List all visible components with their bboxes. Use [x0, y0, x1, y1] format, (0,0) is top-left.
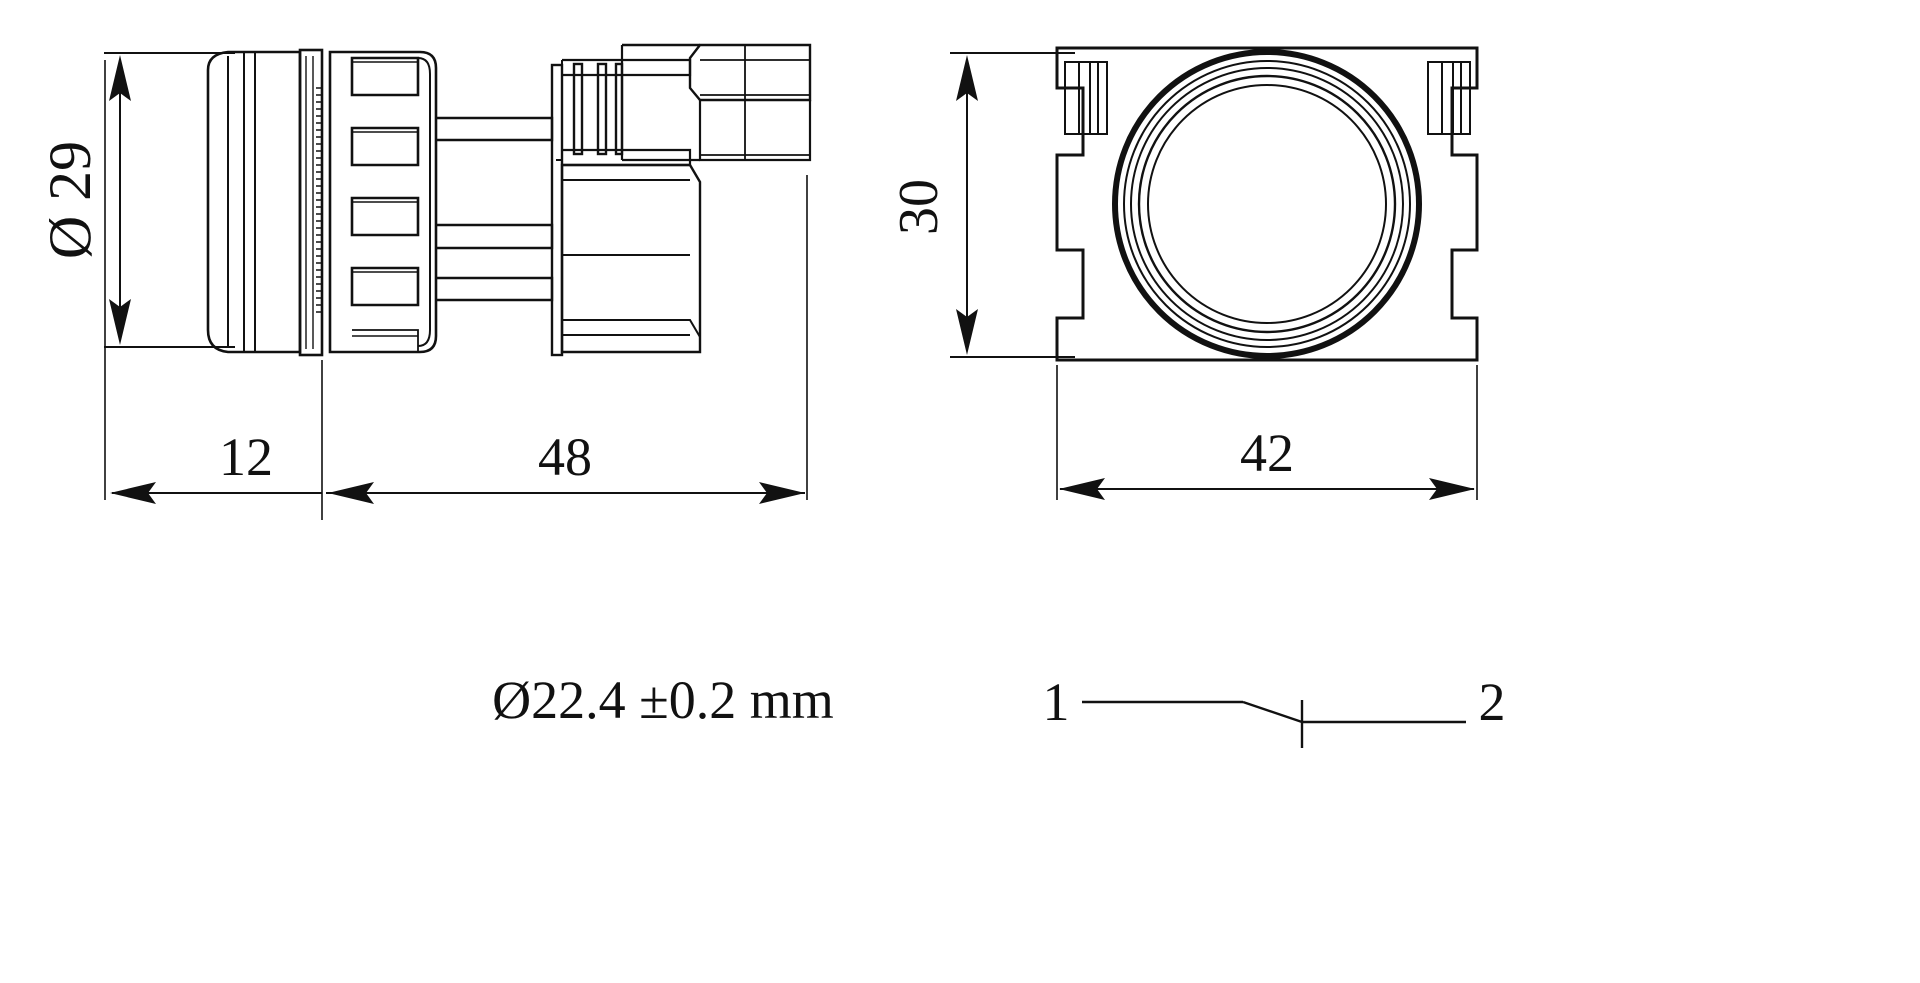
dim-30: 30	[888, 52, 1075, 358]
dim-diameter-29: Ø 29	[37, 52, 235, 348]
dim-label-48: 48	[538, 427, 592, 487]
front-view-group: 30	[888, 46, 1479, 500]
contact-symbol-icon	[1082, 700, 1466, 748]
note-label-mounting-hole: Ø22.4 ±0.2 mm	[492, 670, 834, 730]
dim-12: 12	[110, 427, 322, 504]
front-bezel-circles	[1112, 49, 1422, 359]
mounting-bracket-outline	[1055, 46, 1479, 362]
terminal-label-2: 2	[1479, 672, 1506, 732]
threaded-bezel-nut	[328, 50, 438, 354]
bracket-left-slot	[1064, 61, 1108, 135]
side-view-group: Ø 29	[37, 43, 812, 520]
dim-48: 48	[326, 427, 805, 504]
button-head-assembly	[206, 48, 324, 357]
bracket-right-slot	[1427, 61, 1471, 135]
dim-label-42: 42	[1240, 423, 1294, 483]
dim-label-12: 12	[219, 427, 273, 487]
terminal-label-1: 1	[1043, 672, 1070, 732]
mounting-hole-note: Ø22.4 ±0.2 mm	[492, 670, 834, 730]
dim-label-diameter-29: Ø 29	[37, 141, 103, 259]
dim-42: 42	[1059, 423, 1475, 500]
rear-contact-block	[436, 43, 812, 357]
contact-schematic-group: 1 2	[1043, 672, 1506, 748]
extension-lines-horizontal-dims	[104, 60, 808, 520]
dim-label-30: 30	[888, 179, 950, 235]
extension-lines-width-dim	[1056, 365, 1478, 500]
